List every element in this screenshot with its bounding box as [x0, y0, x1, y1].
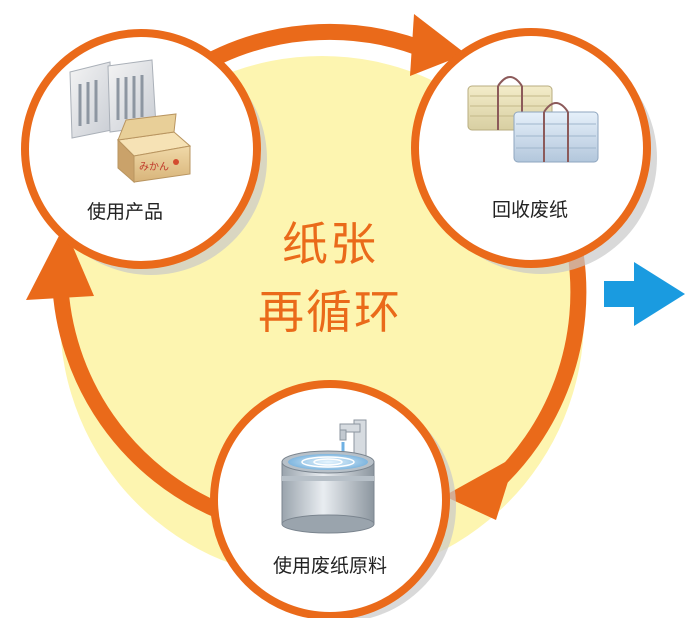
node-used-products: みかん 使用产品: [21, 29, 267, 275]
cycle-arrowhead-right: [444, 456, 516, 520]
cycle-arrow-left: [52, 272, 230, 520]
box-label-text: みかん: [139, 161, 169, 173]
node-label-used-products: 使用产品: [87, 201, 163, 223]
center-title-line1: 纸张: [282, 217, 378, 271]
newspaper-and-cardboard-box-icon: みかん: [69, 59, 192, 184]
node-label-collect-waste-paper: 回收废纸: [492, 199, 568, 221]
node-collect-waste-paper: 回收废纸: [411, 28, 657, 274]
pulp-vat-with-faucet-icon: [281, 419, 375, 534]
tied-paper-bundles-icon: [467, 76, 599, 163]
cycle-arrow-top: [182, 23, 438, 80]
cycle-arrowhead-top: [410, 14, 466, 76]
right-arrow-icon: [604, 262, 685, 326]
node-use-recycled-material: 使用废纸原料: [210, 380, 456, 618]
cycle-arrowhead-left: [26, 226, 94, 300]
center-title-line2: 再循环: [258, 285, 402, 339]
node-label-use-recycled-material: 使用废纸原料: [273, 555, 387, 577]
